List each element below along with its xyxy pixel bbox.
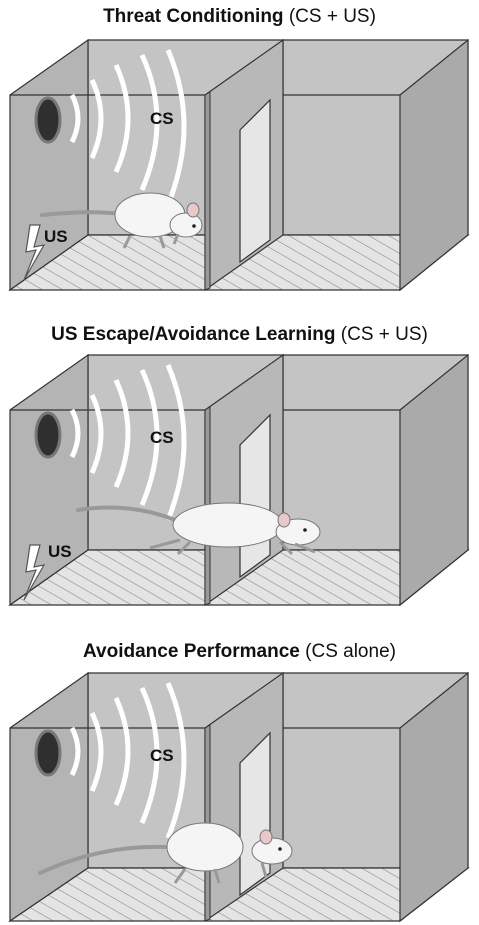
cs-label: CS — [150, 746, 174, 765]
title-main: Avoidance Performance — [83, 641, 300, 662]
shuttle-box-diagram — [8, 353, 470, 607]
sound-waves-icon — [69, 49, 187, 206]
door-opening — [239, 98, 271, 264]
speaker-icon — [34, 411, 62, 459]
panel-escape-avoidance-learning: US Escape/Avoidance Learning (CS + US) — [0, 310, 479, 610]
panel-title: Avoidance Performance (CS alone) — [0, 641, 479, 663]
panel-title: Threat Conditioning (CS + US) — [0, 6, 479, 28]
rat-icon — [40, 192, 203, 249]
speaker-icon — [34, 96, 62, 144]
sound-waves-icon — [69, 682, 187, 839]
us-label: US — [48, 542, 72, 561]
right-outer-wall — [399, 38, 469, 292]
sound-waves-icon — [69, 364, 187, 521]
partition-edge — [204, 91, 211, 291]
us-label: US — [44, 227, 68, 246]
rat-icon — [76, 502, 321, 556]
title-condition: (CS alone) — [305, 641, 396, 662]
lightning-icon — [23, 544, 46, 601]
title-condition: (CS + US) — [288, 6, 376, 27]
title-main: US Escape/Avoidance Learning — [51, 324, 336, 345]
cs-label: CS — [150, 428, 174, 447]
right-outer-wall — [399, 353, 469, 607]
cs-label: CS — [150, 109, 174, 128]
title-condition: (CS + US) — [340, 324, 428, 345]
speaker-icon — [34, 729, 62, 777]
title-main: Threat Conditioning — [103, 6, 284, 27]
panel-title: US Escape/Avoidance Learning (CS + US) — [0, 324, 479, 346]
lightning-icon — [23, 224, 46, 281]
shuttle-box-diagram — [8, 671, 470, 923]
shuttle-box-diagram — [8, 38, 470, 292]
right-outer-wall — [399, 671, 469, 923]
panel-avoidance-performance: Avoidance Performance (CS alone) — [0, 625, 479, 925]
rat-icon — [38, 822, 293, 884]
panel-threat-conditioning: Threat Conditioning (CS + US) — [0, 0, 479, 300]
